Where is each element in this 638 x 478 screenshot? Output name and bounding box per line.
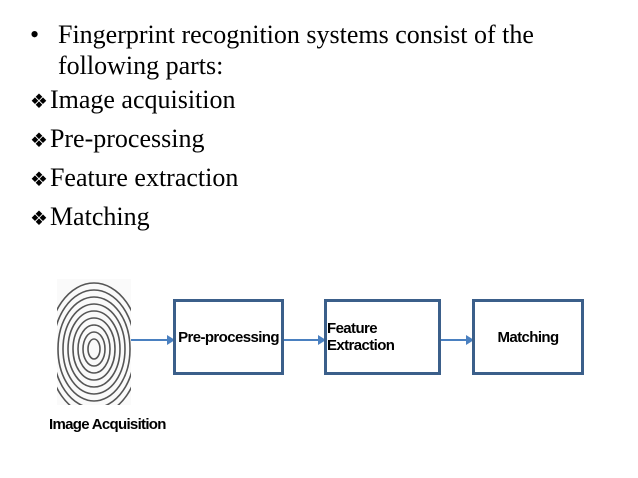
list-item: ❖Matching: [30, 198, 620, 237]
diamond-bullet-icon: ❖: [30, 167, 48, 191]
bullet-marker: •: [30, 20, 40, 49]
list-item: ❖Feature extraction: [30, 159, 620, 198]
stage-box-feature-extraction: Feature Extraction: [324, 299, 441, 375]
list-item-label: Pre-processing: [49, 124, 205, 153]
diamond-bullet-icon: ❖: [30, 89, 48, 113]
pipeline-diagram: Pre-processing Feature Extraction Matchi…: [0, 270, 638, 478]
stage-label: Pre-processing: [178, 328, 279, 346]
list-item-label: Image acquisition: [49, 85, 236, 114]
list-item-label: Feature extraction: [49, 163, 239, 192]
parts-list: ❖Image acquisition ❖Pre-processing ❖Feat…: [30, 81, 620, 237]
intro-bullet: • Fingerprint recognition systems consis…: [30, 19, 620, 81]
bullet-text-block: • Fingerprint recognition systems consis…: [30, 19, 620, 237]
list-item: ❖Image acquisition: [30, 81, 620, 120]
image-acquisition-caption: Image Acquisition: [49, 416, 166, 433]
arrow-to-matching: [441, 335, 474, 345]
stage-box-preprocessing: Pre-processing: [173, 299, 284, 375]
intro-text: Fingerprint recognition systems consist …: [58, 20, 534, 80]
list-item: ❖Pre-processing: [30, 120, 620, 159]
fingerprint-image: [57, 279, 131, 405]
diamond-bullet-icon: ❖: [30, 206, 48, 230]
list-item-label: Matching: [49, 202, 150, 231]
diamond-bullet-icon: ❖: [30, 128, 48, 152]
arrow-to-feature-extraction: [284, 335, 326, 345]
arrow-to-preprocessing: [131, 335, 175, 345]
stage-label: Feature Extraction: [327, 320, 395, 354]
fingerprint-icon: [57, 282, 131, 405]
stage-label: Matching: [497, 328, 559, 346]
stage-box-matching: Matching: [472, 299, 584, 375]
